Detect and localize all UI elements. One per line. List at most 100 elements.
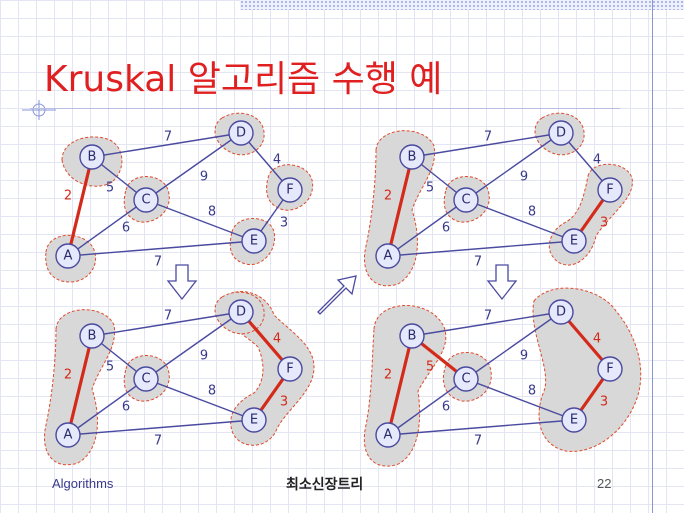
edge-A-E xyxy=(387,240,575,257)
edge-weight-D-F: 4 xyxy=(273,153,281,168)
node-B xyxy=(79,144,105,170)
node-C xyxy=(133,366,159,392)
edge-A-C xyxy=(67,199,147,257)
node-label-F: F xyxy=(286,362,293,377)
node-A xyxy=(55,422,81,448)
edge-weight-C-E: 8 xyxy=(208,384,216,399)
node-E xyxy=(561,407,587,433)
top-decorative-band xyxy=(240,0,684,10)
node-label-C: C xyxy=(461,372,470,387)
diagonal-arrow-icon xyxy=(317,275,357,315)
title-underline xyxy=(30,108,620,109)
edge-weight-A-B: 2 xyxy=(384,189,392,204)
edge-weight-A-B: 2 xyxy=(384,368,392,383)
edge-A-C xyxy=(67,378,147,436)
edge-weight-A-E: 7 xyxy=(474,434,482,449)
edge-weight-D-F: 4 xyxy=(593,153,601,168)
edge-weight-E-F: 3 xyxy=(600,216,608,231)
edge-A-E xyxy=(387,419,575,436)
edge-B-D xyxy=(91,132,242,158)
node-label-D: D xyxy=(236,305,246,320)
edge-weight-B-C: 5 xyxy=(106,181,114,196)
node-label-C: C xyxy=(461,193,470,208)
node-label-A: A xyxy=(64,428,73,443)
edge-A-C xyxy=(387,378,467,436)
edge-weight-E-F: 3 xyxy=(600,395,608,410)
node-label-D: D xyxy=(556,305,566,320)
node-C xyxy=(453,187,479,213)
edge-weight-C-E: 8 xyxy=(528,384,536,399)
node-label-A: A xyxy=(384,249,393,264)
edge-C-D xyxy=(465,311,562,380)
footer-topic: 최소신장트리 xyxy=(286,477,364,493)
edge-weight-B-C: 5 xyxy=(106,360,114,375)
edge-A-E xyxy=(67,240,255,257)
node-label-F: F xyxy=(606,183,613,198)
node-A xyxy=(375,422,401,448)
down-arrow-icon xyxy=(486,264,518,301)
edge-weight-A-E: 7 xyxy=(154,255,162,270)
node-label-B: B xyxy=(408,150,417,165)
node-C xyxy=(133,187,159,213)
edge-A-B xyxy=(386,335,414,436)
edge-weight-C-D: 9 xyxy=(520,349,528,364)
node-D xyxy=(548,299,574,325)
edge-weight-B-D: 7 xyxy=(164,130,172,145)
node-label-D: D xyxy=(236,126,246,141)
node-label-D: D xyxy=(556,126,566,141)
node-label-C: C xyxy=(141,193,150,208)
edge-C-D xyxy=(465,132,562,201)
edge-weight-B-C: 5 xyxy=(426,181,434,196)
node-label-C: C xyxy=(141,372,150,387)
edge-weight-A-B: 2 xyxy=(64,368,72,383)
edge-A-B xyxy=(66,156,94,257)
node-F xyxy=(277,177,303,203)
edge-B-D xyxy=(411,311,562,337)
node-label-A: A xyxy=(384,428,393,443)
slide-title: Kruskal 알고리즘 수행 예 xyxy=(44,59,443,100)
edge-weight-C-E: 8 xyxy=(528,205,536,220)
edge-C-E xyxy=(145,378,255,421)
edge-weight-A-B: 2 xyxy=(64,189,72,204)
node-D xyxy=(548,120,574,146)
edge-weight-B-D: 7 xyxy=(164,309,172,324)
node-C xyxy=(453,366,479,392)
node-label-B: B xyxy=(88,150,97,165)
edge-A-B xyxy=(66,335,94,436)
node-label-A: A xyxy=(64,249,73,264)
node-E xyxy=(241,407,267,433)
cluster-outline xyxy=(532,287,642,452)
footer-course: Algorithms xyxy=(52,476,114,491)
edge-A-E xyxy=(67,419,255,436)
node-label-B: B xyxy=(408,329,417,344)
edge-weight-B-D: 7 xyxy=(484,309,492,324)
crosshair-icon xyxy=(22,100,56,120)
edge-weight-A-C: 6 xyxy=(122,400,130,415)
edge-C-E xyxy=(145,199,255,242)
node-B xyxy=(399,323,425,349)
edge-weight-B-D: 7 xyxy=(484,130,492,145)
node-A xyxy=(55,243,81,269)
edge-A-B xyxy=(386,156,414,257)
node-B xyxy=(399,144,425,170)
node-F xyxy=(597,356,623,382)
edge-weight-C-D: 9 xyxy=(200,170,208,185)
node-label-F: F xyxy=(606,362,613,377)
edge-C-E xyxy=(465,199,575,242)
edge-C-D xyxy=(145,132,242,201)
edge-C-E xyxy=(465,378,575,421)
edge-weight-A-C: 6 xyxy=(442,221,450,236)
edge-weight-B-C: 5 xyxy=(426,360,434,375)
down-arrow-icon xyxy=(166,264,198,301)
edge-B-D xyxy=(411,132,562,158)
edge-weight-A-E: 7 xyxy=(474,255,482,270)
node-D xyxy=(228,299,254,325)
node-B xyxy=(79,323,105,349)
right-decorative-line xyxy=(652,0,653,513)
edge-weight-D-F: 4 xyxy=(273,332,281,347)
